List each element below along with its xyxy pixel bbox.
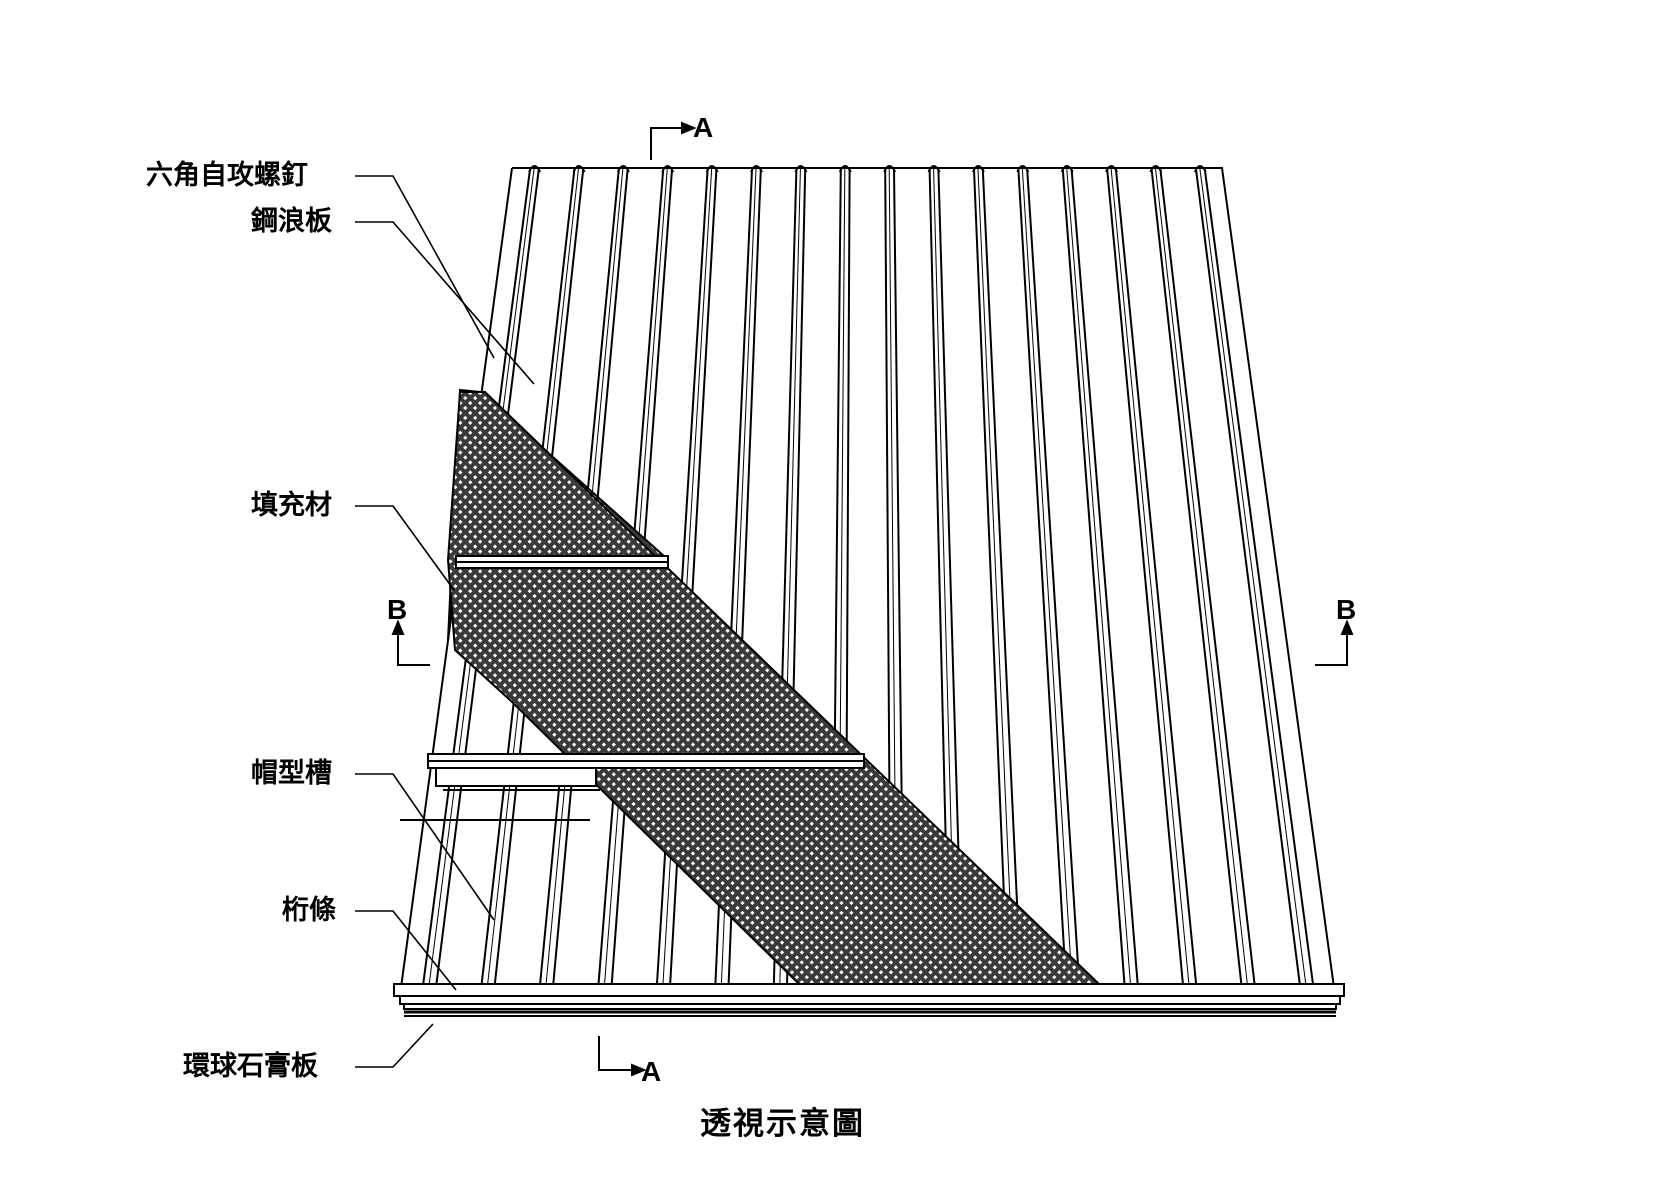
deck-rib-line xyxy=(1066,167,1131,985)
deck-rib-cap xyxy=(972,165,985,173)
deck-rib-cap xyxy=(1105,165,1118,173)
deck-rib-cap xyxy=(794,165,808,173)
deck-rib-cap xyxy=(927,165,941,173)
deck-rib-line xyxy=(1203,167,1314,985)
deck-rib-cap xyxy=(661,165,675,173)
deck-rib-cap xyxy=(1193,165,1207,173)
section-b-left: B xyxy=(387,594,408,625)
deck-rib-line xyxy=(1061,167,1126,985)
deck-rib-cap xyxy=(1016,165,1030,173)
diagram-caption: 透視示意圖 xyxy=(700,1106,865,1142)
deck-rib-line xyxy=(1154,167,1248,985)
deck-rib-cap xyxy=(617,165,630,173)
deck-rib-line xyxy=(981,167,1022,985)
section-cut-markers xyxy=(391,121,1354,1077)
deck-rib-line xyxy=(977,167,1015,985)
deck-rib-cap xyxy=(572,165,586,173)
deck-rib-cap xyxy=(838,165,852,173)
steel-deck-label: 鋼浪板 xyxy=(251,206,332,237)
deck-rib-cap xyxy=(883,165,897,173)
deck-rib-line xyxy=(1199,167,1307,985)
deck-rib-line xyxy=(1070,167,1139,985)
filler-label: 填充材 xyxy=(251,490,332,521)
section-a-bottom: A xyxy=(641,1056,662,1087)
deck-rib-line xyxy=(1106,167,1184,985)
deck-rib-line xyxy=(1026,167,1081,985)
deck-rib-cap xyxy=(1060,165,1074,173)
hex-screw-label: 六角自攻螺釘 xyxy=(146,160,308,191)
hat-channel-label: 帽型槽 xyxy=(251,758,332,789)
deck-rib-cap xyxy=(528,165,542,173)
deck-rib-cap xyxy=(750,165,763,173)
section-b-right: B xyxy=(1336,594,1357,625)
section-a-top: A xyxy=(693,112,714,143)
deck-rib-cap xyxy=(1149,165,1163,173)
deck-rib-line xyxy=(1150,167,1243,985)
gypsum-board-label: 環球石膏板 xyxy=(183,1051,318,1082)
deck-rib-line xyxy=(1021,167,1073,985)
deck-rib-line xyxy=(972,167,1009,985)
purlin-label: 桁條 xyxy=(282,895,336,926)
lower-structure xyxy=(400,789,600,821)
leader-lines xyxy=(355,175,535,1068)
filler-material xyxy=(446,388,1103,986)
deck-rib-line xyxy=(1114,167,1198,985)
deck-rib-line xyxy=(1194,167,1301,985)
deck-rib-cap xyxy=(705,165,719,173)
deck-rib-line xyxy=(1159,167,1256,985)
hat-channels xyxy=(427,555,865,787)
deck-rib-line xyxy=(1017,167,1068,985)
purlin-and-board xyxy=(393,983,1345,1017)
deck-rib-line xyxy=(1110,167,1190,985)
